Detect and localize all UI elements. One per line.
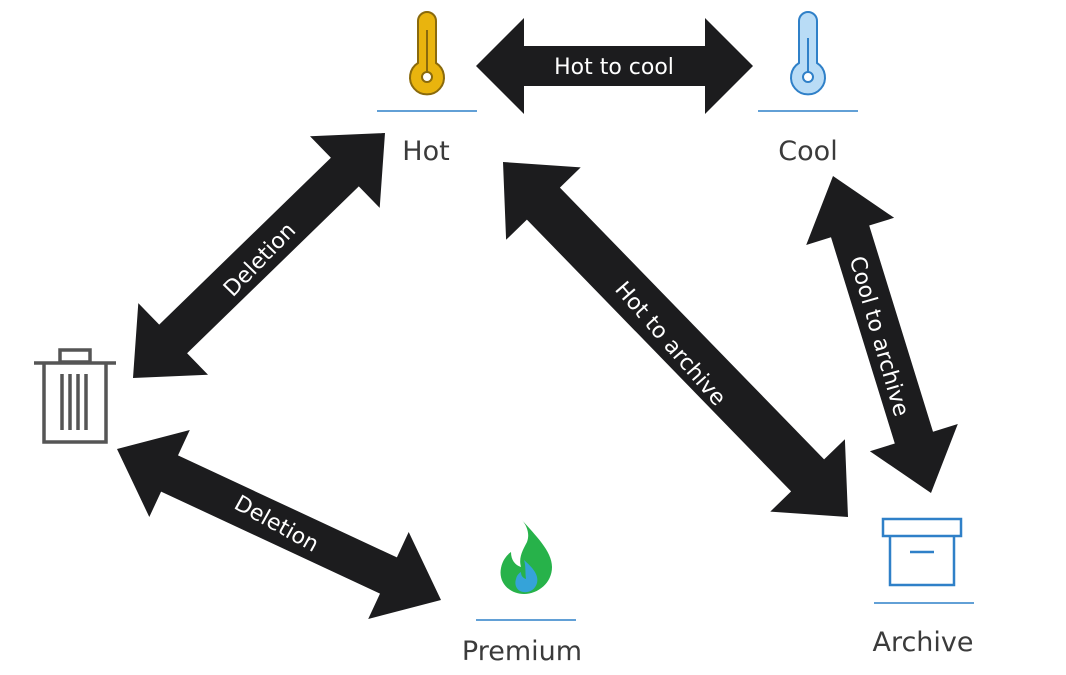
- edge-label-hot-to-archive: Hot to archive: [609, 277, 730, 411]
- node-archive: Archive: [872, 517, 974, 658]
- trash-can-icon: [34, 348, 116, 444]
- arrow-hot-deletion: [133, 133, 385, 378]
- arrow-hot-to-cool: [476, 18, 753, 114]
- node-label-premium: Premium: [462, 636, 582, 667]
- node-label-cool: Cool: [778, 136, 837, 167]
- node-cool: Cool: [758, 11, 858, 167]
- archive-box-icon: [881, 517, 963, 587]
- edge-label-hot-to-cool: Hot to cool: [554, 55, 674, 80]
- flame-icon: [500, 520, 552, 594]
- node-premium: Premium: [462, 520, 582, 667]
- node-hot: Hot: [377, 11, 477, 167]
- arrow-cool-to-archive: [806, 176, 958, 493]
- node-label-hot: Hot: [402, 136, 449, 167]
- thermometer-cool-icon: [790, 11, 826, 96]
- arrow-premium-deletion: [117, 430, 441, 619]
- node-deletion: [34, 348, 116, 444]
- thermometer-hot-icon: [409, 11, 445, 96]
- node-label-archive: Archive: [872, 627, 973, 658]
- arrow-hot-to-archive: [503, 162, 848, 517]
